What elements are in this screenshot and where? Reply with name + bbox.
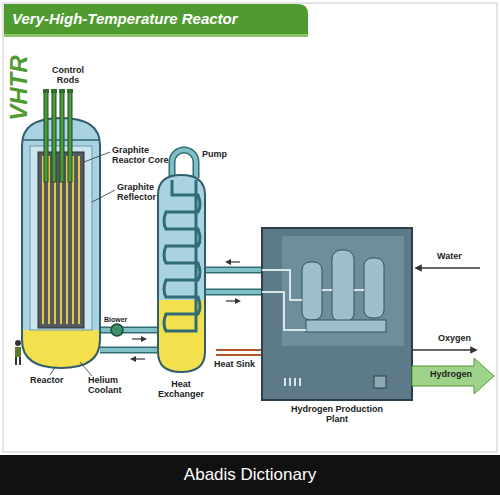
heat-exchanger-outline (158, 175, 205, 372)
header-band (4, 4, 308, 34)
flow-arrow (228, 261, 240, 262)
leader-lines (50, 152, 115, 376)
part-label: Graphite Reactor Core (112, 146, 176, 166)
flow-arrow (132, 338, 144, 339)
flow-label: Hydrogen (430, 370, 472, 380)
blower-symbol (111, 324, 123, 336)
title-text: Very-High-Temperature Reactor (12, 11, 238, 28)
plant-tanks (302, 250, 386, 332)
control-rods (44, 92, 72, 182)
rod-heads (43, 89, 73, 93)
part-label: Reactor (30, 376, 64, 386)
part-label: Blower (104, 316, 127, 324)
part-label: Graphite Reflector (117, 183, 169, 203)
flow-label: Oxygen (438, 334, 471, 344)
hydrogen-arrow (412, 358, 494, 394)
hydrogen-plant (262, 228, 412, 400)
plant-door (374, 376, 386, 388)
vertical-badge: VHTR (7, 55, 33, 120)
part-label: Heat Sink (214, 360, 255, 370)
part-label: Control Rods (45, 66, 91, 86)
part-label: Hydrogen Production Plant (291, 405, 383, 425)
frame (3, 3, 497, 452)
part-label: Heat Exchanger (151, 380, 211, 400)
heat-exchanger (158, 175, 205, 372)
watermark-text: Abadis Dictionary (184, 466, 316, 485)
person-figure (15, 340, 21, 365)
part-label: Pump (202, 150, 227, 160)
background (0, 0, 500, 455)
primary-pipes (100, 330, 160, 350)
heat-sink-pipes (216, 350, 262, 355)
watermark-bar (0, 455, 500, 495)
heat-exchanger-coil (164, 180, 200, 331)
header-stripe (4, 34, 308, 37)
flow-arrow (226, 300, 238, 301)
oxygen-outlet (412, 349, 474, 351)
flow-label: Water (437, 252, 462, 262)
water-inlet (418, 267, 480, 269)
part-label: Helium Coolant (88, 376, 134, 396)
flow-arrow (133, 358, 145, 359)
plant-piping (262, 270, 364, 330)
plant-vents (284, 378, 301, 386)
primary-pipes-inner (100, 330, 160, 350)
